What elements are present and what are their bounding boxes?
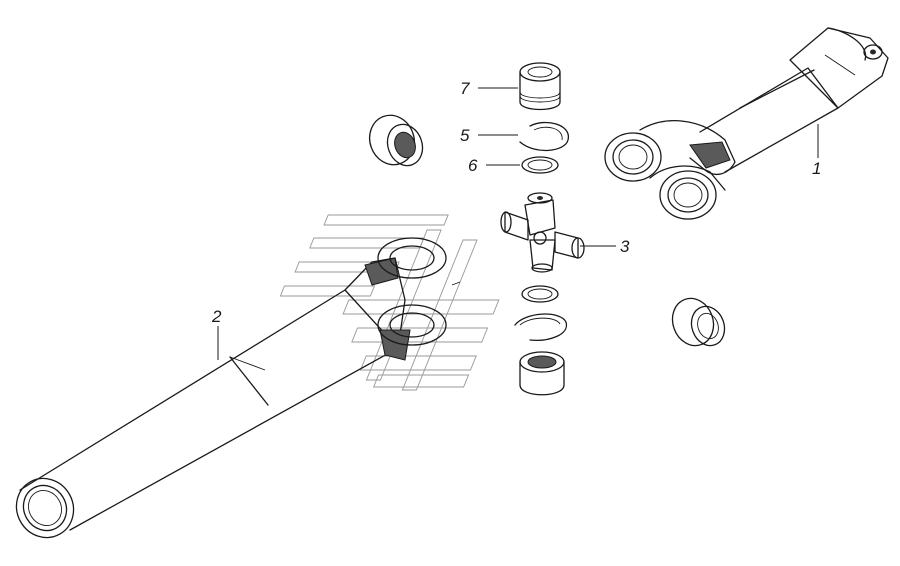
callout-label-5: 5 [460, 126, 470, 145]
callout-5: 5 [460, 126, 518, 145]
shaft-with-yoke-part-1 [604, 27, 889, 220]
bearing-cup-part-7 [519, 62, 561, 111]
snap-ring-lower [514, 313, 567, 341]
callout-2: 2 [211, 307, 222, 360]
bearing-cup-left [368, 114, 424, 167]
bearing-cup-lower [519, 351, 565, 396]
seal-ring-part-6 [521, 156, 559, 174]
callout-6: 6 [468, 156, 520, 175]
callout-label-6: 6 [468, 156, 478, 175]
callout-label-3: 3 [620, 237, 630, 256]
callout-1: 1 [812, 124, 821, 178]
callout-label-1: 1 [812, 159, 821, 178]
bearing-cup-right [671, 297, 726, 347]
seal-ring-lower [521, 285, 559, 303]
callout-7: 7 [460, 79, 518, 98]
universal-joint-cross-part-3 [500, 192, 585, 273]
callout-label-2: 2 [211, 307, 222, 326]
center-line [451, 281, 461, 286]
callout-3: 3 [580, 237, 630, 256]
callout-label-7: 7 [460, 79, 470, 98]
watermark-logo [279, 214, 500, 391]
long-shaft-part-2 [15, 237, 447, 539]
snap-ring-part-5 [519, 121, 569, 152]
